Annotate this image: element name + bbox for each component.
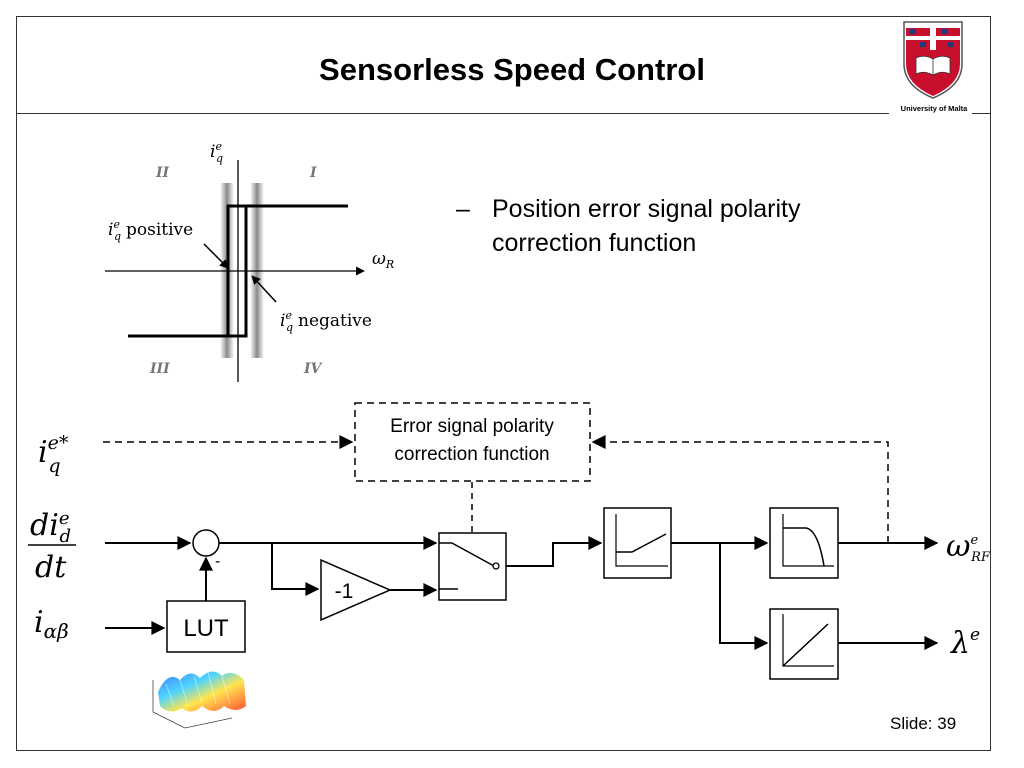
quadrant-ii-label: II — [155, 165, 170, 181]
hysteresis-path-lower — [128, 204, 348, 338]
minus-sign: - — [215, 553, 220, 570]
university-crest-logo — [903, 21, 963, 99]
switch-blade — [451, 542, 495, 567]
correction-block-line1: Error signal polarity — [390, 416, 554, 437]
quadrant-i-label: I — [309, 165, 317, 181]
limiter-axes — [615, 514, 668, 567]
switch-output-line — [506, 536, 603, 567]
header-divider-right — [972, 113, 991, 114]
input-did-dt-denominator: dt — [35, 550, 67, 585]
quadrant-iv-label: IV — [303, 361, 324, 377]
limiter-curve — [616, 533, 667, 553]
correction-block-line2: correction function — [394, 444, 549, 465]
input-iq-ref: ie*q — [38, 432, 69, 477]
feedback-dashed-line — [591, 435, 889, 543]
gain-input-line — [271, 543, 320, 596]
limiter-block — [603, 507, 672, 579]
x-axis-label: ωR — [372, 249, 394, 271]
negative-arrow — [251, 275, 277, 303]
correction-function-block — [354, 402, 591, 482]
switch-pivot — [492, 562, 500, 570]
integrator-input-line — [719, 543, 769, 650]
integrator-block — [769, 608, 839, 680]
lut-surface-plot-thumbnail — [152, 671, 246, 729]
header-divider — [17, 113, 889, 114]
slide-frame — [16, 16, 991, 751]
slide-number: Slide: 39 — [890, 714, 957, 733]
bullet-text: Position error signal polarity correctio… — [492, 195, 801, 257]
university-name: University of Malta — [900, 104, 968, 113]
gain-label: -1 — [335, 580, 354, 603]
filter-curve — [783, 527, 825, 567]
quadrant-iii-label: III — [149, 361, 170, 377]
gain-block — [320, 558, 392, 622]
hysteresis-path-upper — [228, 206, 248, 338]
lowpass-filter-block — [769, 507, 839, 579]
slide-title: Sensorless Speed Control — [319, 52, 705, 87]
lut-label: LUT — [183, 615, 229, 642]
bullet-dash: – — [456, 195, 470, 223]
input-iab: iαβ — [34, 605, 69, 643]
filter-axes — [782, 514, 834, 567]
positive-arrow — [203, 243, 229, 269]
block-diagram: Error signal polarity correction functio… — [28, 402, 991, 680]
integrator-ramp — [782, 623, 829, 667]
output-lambda: λe — [950, 625, 980, 661]
